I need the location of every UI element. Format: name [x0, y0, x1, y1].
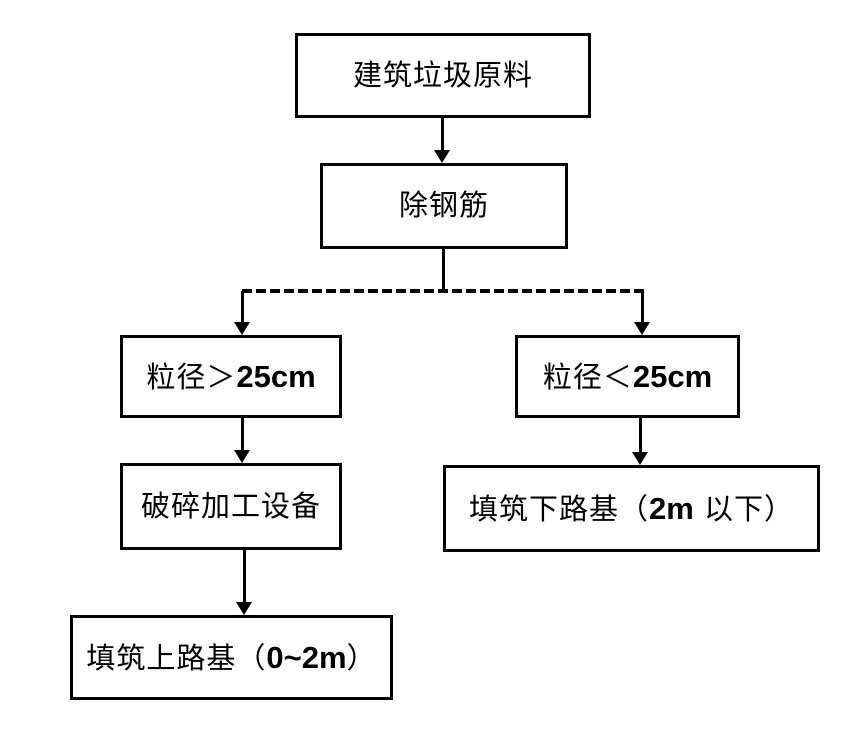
- edge-gt25-to-crush-line: [241, 418, 244, 452]
- arrowhead-icon: [236, 602, 252, 615]
- arrowhead-icon: [234, 322, 250, 335]
- node-label: 填筑下路基（2m 以下）: [468, 490, 795, 526]
- edge-branch-to-lt25-line: [641, 291, 644, 323]
- node-label: 建筑垃圾原料: [352, 57, 533, 92]
- node-label: 粒径＜25cm: [542, 358, 713, 394]
- node-particle-size-less-25cm: 粒径＜25cm: [515, 335, 740, 418]
- node-label: 除钢筋: [398, 188, 489, 223]
- edge-branch-dashed-line: [242, 289, 645, 293]
- node-label: 填筑上路基（0~2m）: [86, 639, 377, 675]
- node-fill-lower-roadbed: 填筑下路基（2m 以下）: [443, 465, 820, 552]
- node-crushing-equipment: 破碎加工设备: [120, 463, 342, 550]
- arrowhead-icon: [634, 322, 650, 335]
- edge-branch-to-gt25-line: [241, 291, 244, 323]
- node-particle-size-greater-25cm: 粒径＞25cm: [120, 335, 342, 418]
- node-label: 粒径＞25cm: [146, 358, 316, 394]
- edge-remove-branch-stem-line: [442, 249, 445, 292]
- node-fill-upper-roadbed: 填筑上路基（0~2m）: [70, 615, 393, 700]
- node-label: 破碎加工设备: [140, 488, 321, 523]
- edge-lt25-to-fill-lower-line: [639, 418, 642, 454]
- arrowhead-icon: [434, 150, 450, 163]
- node-construction-waste-raw-material: 建筑垃圾原料: [295, 33, 591, 118]
- arrowhead-icon: [632, 452, 648, 465]
- edge-crush-to-fill-upper-line: [243, 550, 246, 604]
- edge-raw-to-remove-line: [441, 118, 444, 152]
- node-remove-rebar: 除钢筋: [320, 163, 568, 249]
- arrowhead-icon: [234, 450, 250, 463]
